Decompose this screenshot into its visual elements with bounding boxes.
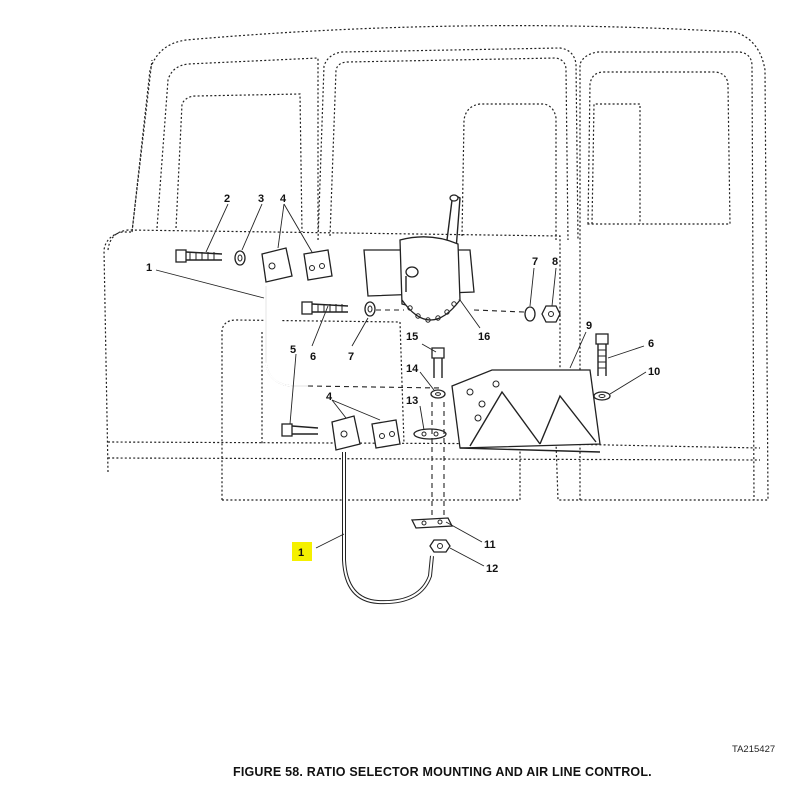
callout-2: 2 — [224, 193, 230, 205]
bolt-and-clamp-lower — [281, 415, 401, 451]
callout-8: 8 — [552, 256, 558, 268]
callout-13: 13 — [406, 395, 418, 407]
callout-1-bottom: 1 — [298, 547, 304, 559]
washer-and-nut-right — [473, 305, 561, 323]
clamp-blocks-upper — [261, 247, 333, 283]
callout-highlight — [292, 542, 312, 561]
figure-caption: FIGURE 58. RATIO SELECTOR MOUNTING AND A… — [233, 765, 652, 779]
ratio-selector-valve — [363, 194, 475, 323]
cab-outline — [103, 25, 769, 501]
callout-9: 9 — [586, 320, 592, 332]
bolt-stack-vertical — [410, 347, 454, 553]
callout-16: 16 — [478, 331, 490, 343]
callout-1-top: 1 — [146, 262, 152, 274]
callout-11: 11 — [484, 539, 496, 551]
bolt-and-washer-middle — [301, 301, 404, 317]
callout-6-right: 6 — [648, 338, 654, 350]
bolt-and-washer-right — [593, 333, 611, 401]
callout-labels: 1 2 3 4 6 7 16 7 8 9 6 10 5 4 15 14 13 1… — [146, 193, 660, 575]
callout-4-mid: 4 — [326, 391, 333, 403]
callout-4-top: 4 — [280, 193, 287, 205]
air-line-upper — [265, 286, 441, 389]
callout-6-left: 6 — [310, 351, 316, 363]
drawing-code: TA215427 — [732, 744, 775, 755]
bolt-and-washer-upper — [175, 249, 246, 266]
leader-lines — [155, 203, 647, 567]
callout-3: 3 — [258, 193, 264, 205]
callout-10: 10 — [648, 366, 660, 378]
callout-7-top: 7 — [532, 256, 538, 268]
callout-15: 15 — [406, 331, 418, 343]
callout-12: 12 — [486, 563, 498, 575]
air-line-lower — [342, 452, 434, 605]
callout-14: 14 — [406, 363, 419, 375]
callout-5: 5 — [290, 344, 296, 356]
callout-7-left: 7 — [348, 351, 354, 363]
mounting-bracket — [451, 369, 601, 453]
